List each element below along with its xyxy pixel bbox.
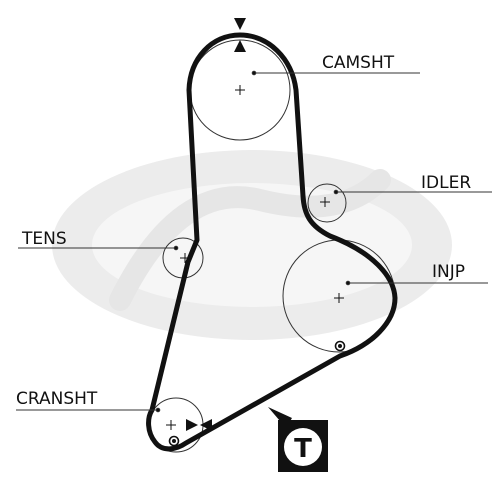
idler-pulley — [307, 183, 347, 223]
crankshaft-ref-dot-icon — [172, 439, 176, 443]
tension-symbol-circle — [284, 428, 322, 466]
idler-leader-dot — [333, 189, 339, 195]
idler-center-icon — [320, 197, 330, 207]
camshaft-timing-mark-top-icon — [234, 18, 246, 30]
center-marks — [166, 85, 344, 430]
crankshaft-leader-dot — [155, 407, 161, 413]
tensioner-center-icon — [180, 253, 190, 263]
leader-lines — [16, 70, 492, 413]
camshaft-timing-mark-bottom-icon — [234, 40, 246, 52]
label-injection-pump: INJP — [432, 262, 465, 282]
label-tensioner: TENS — [21, 229, 67, 249]
camshaft-leader-dot — [251, 70, 257, 76]
reference-marks — [168, 340, 346, 447]
timing-marks — [186, 18, 246, 431]
watermark-logo — [52, 150, 452, 340]
crankshaft-timing-mark-right-icon — [200, 419, 212, 431]
label-idler: IDLER — [421, 173, 471, 193]
label-crankshaft: CRANSHT — [16, 389, 98, 409]
crankshaft-center-icon — [166, 420, 176, 430]
watermark-swoosh — [109, 169, 391, 311]
injection-pump-center-icon — [334, 293, 344, 303]
injection-pump-ref-dot-icon — [338, 344, 342, 348]
injection-pump-leader-dot — [345, 280, 351, 286]
tension-symbol: T — [294, 434, 312, 464]
label-camshaft: CAMSHT — [322, 53, 395, 73]
camshaft-center-icon — [235, 85, 245, 95]
crankshaft-timing-mark-left-icon — [186, 419, 198, 431]
tensioner-leader-dot — [173, 245, 179, 251]
